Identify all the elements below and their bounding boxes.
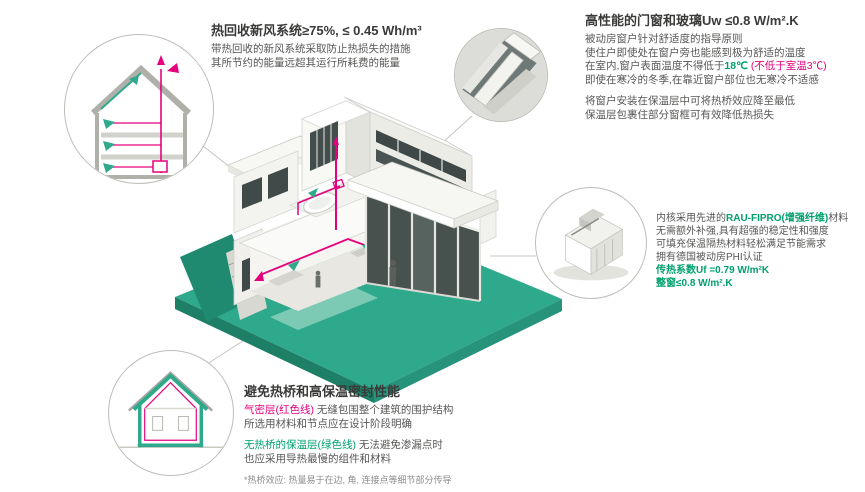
isometric-house-illustration xyxy=(175,96,562,403)
airtight-layer-label: 气密层(红色线) xyxy=(244,404,314,416)
profile-line1-highlight: RAU-FIPRO(增强纤维) xyxy=(726,213,829,224)
thermal-bridge-footnote: *热桥效应: 热量易于在边, 角, 连接点等细节部分传导 xyxy=(244,475,452,485)
windows-line3: 在室内,窗户表面温度不得低于18℃ (不低于室温3℃) xyxy=(585,60,863,74)
windows-line3-pre: 在室内,窗户表面温度不得低于 xyxy=(585,60,725,72)
windows-line1: 被动房窗户针对舒适度的指导原则 xyxy=(585,33,743,45)
hrv-callout-circle xyxy=(64,34,214,184)
thermal-insulation-line: 无热桥的保温层(绿色线) 无法避免渗漏点时 xyxy=(244,439,544,453)
windows-text-block: 高性能的门窗和玻璃Uw ≤0.8 W/m².K 被动房窗户针对舒适度的指导原则 … xyxy=(585,13,863,122)
hrv-house-sketch xyxy=(90,55,192,179)
profile-line3: 可填充保温隔热材料轻松满足节能需求 xyxy=(656,239,826,250)
thermal-text-block: 避免热桥和高保温密封性能 气密层(红色线) 无缝包围整个建筑的围护结构 所选用材… xyxy=(244,384,544,486)
profile-line4: 拥有德国被动房PHI认证 xyxy=(656,252,763,263)
windows-line2: 使住户即使处在窗户旁也能感到极为舒适的温度 xyxy=(585,46,806,59)
window-profile-callout-circle xyxy=(535,187,647,299)
insulation-layer-text: 无法避免渗漏点时 xyxy=(356,439,443,451)
person-figure xyxy=(389,260,397,286)
thermal-callout-circle xyxy=(108,350,234,476)
hrv-line2: 其所节约的能量远超其运行所耗费的能量 xyxy=(211,56,400,69)
person-figure-interior xyxy=(315,270,321,288)
thermal-line2: 所选用材料和节点应在设计阶段明确 xyxy=(244,417,412,430)
profile-line1-post: 材料 xyxy=(828,213,849,224)
profile-line1-pre: 内核采用先进的 xyxy=(656,213,726,224)
windows-title: 高性能的门窗和玻璃Uw ≤0.8 W/m².K xyxy=(585,13,799,28)
glass-sunroom xyxy=(346,161,500,302)
profile-line2: 无需额外补强,具有超强的稳定性和强度 xyxy=(656,226,829,237)
profile-uw-value: 整窗≤0.8 W/m².K xyxy=(656,278,733,289)
hrv-title: 热回收新风系统≥75%, ≤ 0.45 Wh/m³ xyxy=(211,23,422,38)
windows-line5: 将窗户安装在保温层中可将热桥效应降至最低 xyxy=(585,95,795,107)
profile-text-block: 内核采用先进的RAU-FIPRO(增强纤维)材料 无需额外补强,具有超强的稳定性… xyxy=(656,212,862,290)
window-corner-photo xyxy=(455,29,547,121)
hrv-text-block: 热回收新风系统≥75%, ≤ 0.45 Wh/m³ 带热回收的新风系统采取防止热… xyxy=(211,23,501,70)
insulation-layer-label: 无热桥的保温层(绿色线) xyxy=(244,439,356,451)
window-corner-callout-circle xyxy=(454,28,548,122)
insulated-house-sketch xyxy=(118,371,224,448)
windows-line3-temp: 18℃ xyxy=(724,60,751,72)
hrv-line1: 带热回收的新风系统采取防止热损失的措施 xyxy=(211,43,411,55)
windows-line4: 即使在寒冷的冬季,在靠近窗户部位也无寒冷不适感 xyxy=(585,73,819,86)
profile-line1: 内核采用先进的RAU-FIPRO(增强纤维)材料 xyxy=(656,212,862,225)
windows-line3-note: (不低于室温3℃) xyxy=(750,60,827,72)
thermal-line4: 也应采用导热最慢的组件和材料 xyxy=(244,452,391,465)
windows-line6: 保温层包裹住部分窗框可有效降低热损失 xyxy=(585,108,774,121)
thermal-airtight-line: 气密层(红色线) 无缝包围整个建筑的围护结构 xyxy=(244,404,544,418)
thermal-title: 避免热桥和高保温密封性能 xyxy=(244,384,401,399)
airtight-layer-text: 无缝包围整个建筑的围护结构 xyxy=(314,404,454,416)
window-profile-render xyxy=(553,208,629,281)
profile-uf-value: 传热系数Uf =0.79 W/m²K xyxy=(656,265,770,276)
